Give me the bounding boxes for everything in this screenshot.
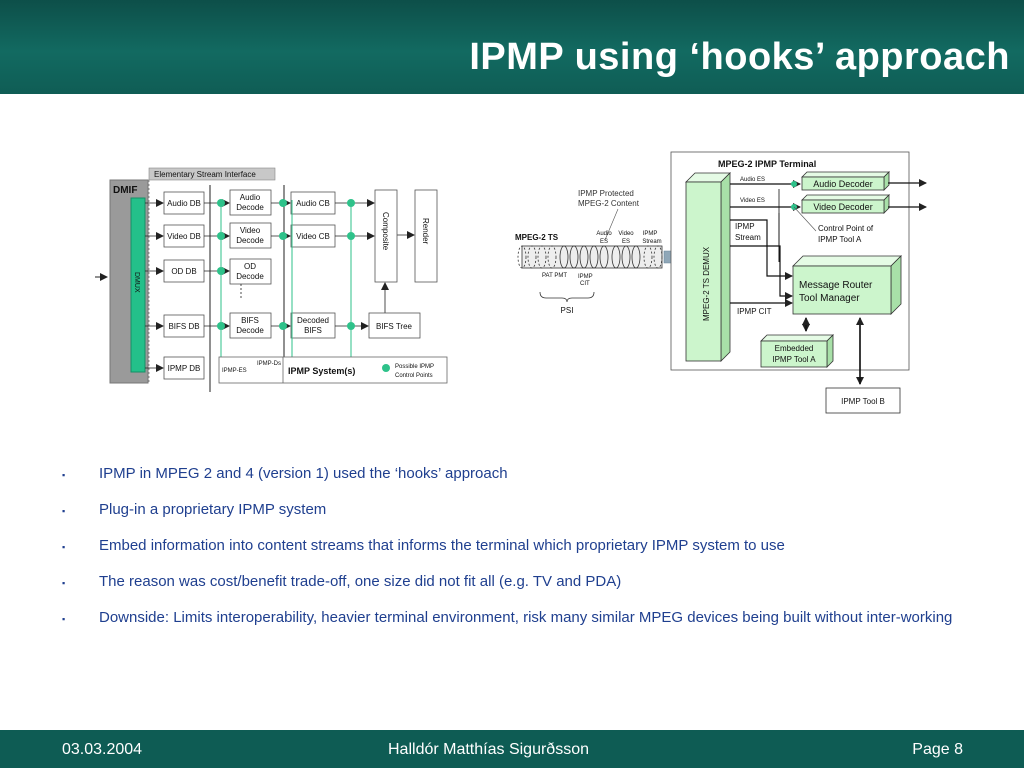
audio-decode-line2: Decode <box>236 203 264 212</box>
bullet-marker: ▪ <box>62 542 66 552</box>
bifs-tree-label: BIFS Tree <box>376 322 413 331</box>
esi-label: Elementary Stream Interface <box>154 170 256 179</box>
control-point-legend-dot <box>382 364 390 372</box>
demux-strip <box>130 197 146 373</box>
audio-db-label: Audio DB <box>167 199 201 208</box>
ipmp-system-box <box>218 356 448 384</box>
bullet-list: ▪ IPMP in MPEG 2 and 4 (version 1) used t… <box>62 466 962 646</box>
audio-decode-line1: Audio <box>240 193 261 202</box>
composite-block <box>374 189 398 283</box>
video-es-small-1: Video <box>618 231 634 237</box>
diagrams: Elementary Stream Interface DMIF DMUX Au… <box>95 151 927 414</box>
audio-es-small-1: Audio <box>596 231 612 237</box>
video-es-small-2: ES <box>622 239 630 245</box>
ts-demux-label: MPEG-2 TS DEMUX <box>702 246 711 321</box>
video-decode-line1: Video <box>240 226 261 235</box>
bullet-marker: ▪ <box>62 506 66 516</box>
decoded-bifs-line1: Decoded <box>297 316 329 325</box>
bullet-text: Downside: Limits interoperability, heavi… <box>99 609 953 626</box>
transport-stream <box>517 245 689 269</box>
pat-pmt-label: PAT PMT <box>542 273 567 279</box>
bifs-db-label: BIFS DB <box>168 322 199 331</box>
bullet-marker: ▪ <box>62 470 66 480</box>
ipmp-ds-label: IPMP-Ds <box>257 361 281 367</box>
terminal-title: MPEG-2 IPMP Terminal <box>718 159 816 169</box>
ipmp-db-label: IPMP DB <box>168 364 201 373</box>
ipmp-stream-small-2: Stream <box>642 239 661 245</box>
esi-bar <box>148 167 276 181</box>
legend-line2: Control Points <box>395 373 433 379</box>
demux-label: DMUX <box>133 272 140 293</box>
message-router-box <box>792 265 892 315</box>
ipmp-system-label: IPMP System(s) <box>288 366 355 376</box>
video-db-label: Video DB <box>167 232 201 241</box>
audio-es-small-2: ES <box>600 239 608 245</box>
composite-label: Composite <box>381 212 390 251</box>
bullet-item: ▪ Embed information into content streams … <box>62 538 962 554</box>
bullet-marker: ▪ <box>62 578 66 588</box>
video-decoder-box <box>801 199 885 214</box>
legend-line1: Possible IPMP <box>395 364 434 370</box>
control-point-line2: IPMP Tool A <box>818 235 862 244</box>
video-cb-label: Video CB <box>296 232 330 241</box>
slide-title: IPMP using ‘hooks’ approach <box>469 36 1010 78</box>
tool-b-label: IPMP Tool B <box>841 397 885 406</box>
decoded-bifs-line2: BIFS <box>304 326 322 335</box>
render-block <box>414 189 438 283</box>
audio-decoder-box <box>801 176 885 191</box>
ts-label: MPEG-2 TS <box>515 233 559 242</box>
psi-label: PSI <box>561 306 574 315</box>
bullet-text: Plug-in a proprietary IPMP system <box>99 501 327 518</box>
ipmp-es-label: IPMP-ES <box>222 368 247 374</box>
bifs-decode-line2: Decode <box>236 326 264 335</box>
bullet-item: ▪ The reason was cost/benefit trade-off, … <box>62 574 962 590</box>
ipmp-cit-small-2: CIT <box>580 281 590 287</box>
video-decoder-label: Video Decoder <box>813 202 872 212</box>
protected-line2: MPEG-2 Content <box>578 199 640 208</box>
ipmp-stream-line2: Stream <box>735 233 761 242</box>
protected-line1: IPMP Protected <box>578 189 634 198</box>
od-decode-line2: Decode <box>236 272 264 281</box>
bullet-item: ▪ Plug-in a proprietary IPMP system <box>62 502 962 518</box>
bullet-text: The reason was cost/benefit trade-off, o… <box>99 573 622 590</box>
video-es-label: Video ES <box>740 198 765 204</box>
title-bar: IPMP using ‘hooks’ approach <box>0 0 1024 94</box>
embedded-line2: IPMP Tool A <box>772 355 816 364</box>
audio-cb-label: Audio CB <box>296 199 330 208</box>
ipmp-tool-b-box <box>825 387 901 414</box>
mpeg4-ipmp-diagram: Elementary Stream Interface DMIF DMUX Au… <box>95 167 448 392</box>
bullet-item: ▪ Downside: Limits interoperability, heav… <box>62 610 962 626</box>
router-line1: Message Router <box>799 280 873 291</box>
control-points <box>217 199 355 330</box>
control-point-line1: Control Point of <box>818 224 874 233</box>
ipmp-stream-line1: IPMP <box>735 222 755 231</box>
footer-author: Halldór Matthías Sigurðsson <box>388 741 589 758</box>
render-label: Render <box>421 218 430 245</box>
embedded-tool-a-box <box>760 340 828 368</box>
dmif-label: DMIF <box>113 185 137 196</box>
ipmp-cit-small-1: IPMP <box>578 274 593 280</box>
footer-page-number: Page 8 <box>912 741 963 758</box>
ipmp-cit-label: IPMP CIT <box>737 307 772 316</box>
audio-es-label: Audio ES <box>740 177 765 183</box>
psi-brace <box>539 291 595 303</box>
ipmp-stream-small-1: IPMP <box>643 231 658 237</box>
bullet-item: ▪ IPMP in MPEG 2 and 4 (version 1) used t… <box>62 466 962 482</box>
audio-decoder-label: Audio Decoder <box>813 179 873 189</box>
od-db-label: OD DB <box>171 267 196 276</box>
router-line2: Tool Manager <box>799 293 860 304</box>
ts-demux-block <box>685 181 722 362</box>
bullet-text: Embed information into content streams t… <box>99 537 785 554</box>
mpeg2-ipmp-diagram: IPMP Protected MPEG-2 Content MPEG-2 TS … <box>515 151 927 414</box>
footer-bar: 03.03.2004 Halldór Matthías Sigurðsson P… <box>0 730 1024 768</box>
bifs-decode-line1: BIFS <box>241 316 259 325</box>
embedded-line1: Embedded <box>775 344 814 353</box>
bullet-text: IPMP in MPEG 2 and 4 (version 1) used th… <box>99 465 508 482</box>
video-decode-line2: Decode <box>236 236 264 245</box>
bullet-marker: ▪ <box>62 614 66 624</box>
footer-date: 03.03.2004 <box>62 741 143 758</box>
od-decode-line1: OD <box>244 262 256 271</box>
